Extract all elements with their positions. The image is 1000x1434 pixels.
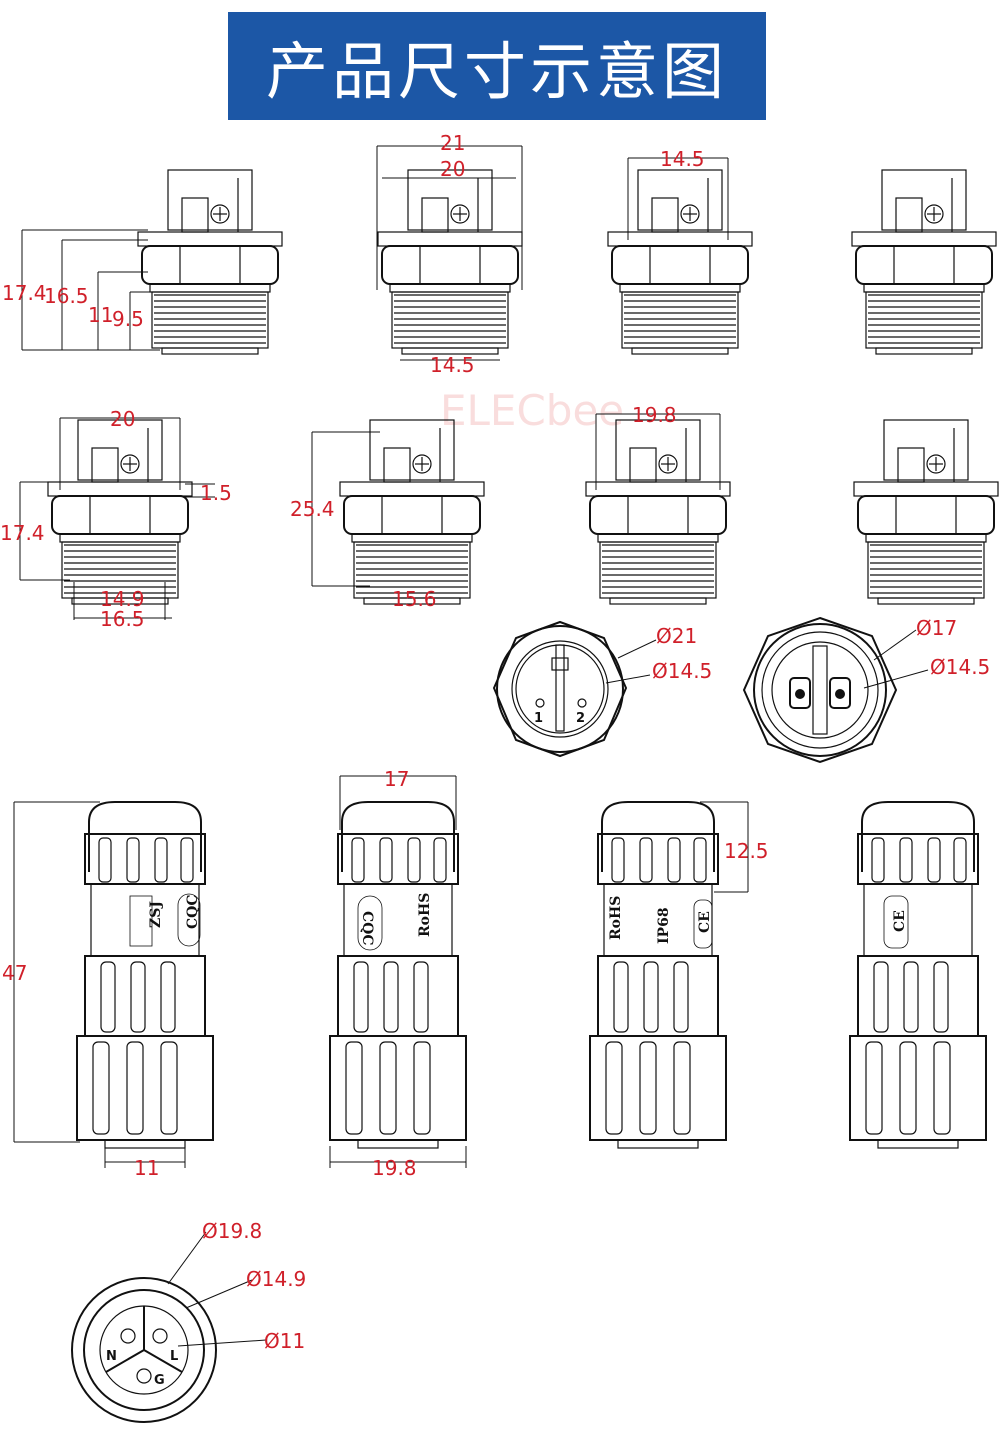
pin-label-1: 1 <box>534 711 543 726</box>
dim-15-6: 15.6 <box>392 587 437 611</box>
dim-14-9: 14.9 <box>100 587 145 611</box>
dim-21: 21 <box>440 131 465 155</box>
plug-view-3: RoHS IP68 CE 12.5 <box>589 801 769 1149</box>
dim-17: 17 <box>384 767 409 791</box>
plug-front-face: N L G Ø19.8 Ø14.9 Ø11 <box>71 1219 306 1423</box>
receptacle-view-2: 21 20 14.5 <box>376 131 523 377</box>
dim-1-5: 1.5 <box>200 481 232 505</box>
dim-d21: Ø21 <box>656 624 697 648</box>
dim-16-5-a: 16.5 <box>44 284 89 308</box>
dim-14-5-a: 14.5 <box>430 353 475 377</box>
end-view-socket-face: 1 2 Ø21 Ø14.5 <box>492 620 712 758</box>
dim-11-b: 11 <box>134 1156 159 1180</box>
dim-47: 47 <box>2 961 27 985</box>
dim-14-5-b: 14.5 <box>660 147 705 171</box>
pin-label-2: 2 <box>576 711 585 726</box>
dim-11-a: 11 <box>88 303 113 327</box>
mark-rohs-b: RoHS <box>608 896 624 940</box>
dim-16-5-b: 16.5 <box>100 607 145 631</box>
pin-label-g: G <box>154 1373 165 1388</box>
dim-20-b: 20 <box>110 407 135 431</box>
plug-view-4: CE <box>849 801 987 1149</box>
watermark-text: ELECbee <box>440 386 624 435</box>
title-banner: 产品尺寸示意图 <box>228 12 766 120</box>
dim-19-8-a: 19.8 <box>632 403 677 427</box>
dim-9-5-a: 9.5 <box>112 307 144 331</box>
receptacle-view-1: 17.4 16.5 11 9.5 <box>2 169 283 355</box>
receptacle-view-5: 20 1.5 17.4 14.9 16.5 <box>0 407 232 631</box>
dim-19-8-b: 19.8 <box>372 1156 417 1180</box>
dim-d17: Ø17 <box>916 616 957 640</box>
dim-d14-5-b: Ø14.5 <box>930 655 990 679</box>
receptacle-view-7: 19.8 <box>585 403 731 605</box>
pin-label-l: L <box>170 1349 178 1364</box>
dim-25-4: 25.4 <box>290 497 335 521</box>
dim-17-4-a: 17.4 <box>2 281 47 305</box>
receptacle-view-8 <box>853 419 999 605</box>
end-view-plug-face: Ø17 Ø14.5 <box>742 616 990 764</box>
mark-ce-b: CE <box>892 910 908 932</box>
dim-d14-5-a: Ø14.5 <box>652 659 712 683</box>
mark-zsj: ZSJ <box>148 901 164 928</box>
plug-view-2: CQC RoHS 17 19.8 <box>329 767 467 1180</box>
dim-17-4-b: 17.4 <box>0 521 45 545</box>
dim-20-a: 20 <box>440 157 465 181</box>
dim-d19-8: Ø19.8 <box>202 1219 262 1243</box>
mark-cqc-b: CQC <box>359 911 375 945</box>
mark-cqc-a: CQC <box>185 895 201 929</box>
dim-12-5: 12.5 <box>724 839 769 863</box>
receptacle-view-4 <box>851 169 997 355</box>
mark-ce-a: CE <box>697 911 713 933</box>
page-title: 产品尺寸示意图 <box>265 35 728 108</box>
pin-label-n: N <box>106 1349 117 1364</box>
receptacle-view-6: 25.4 15.6 <box>290 419 485 611</box>
receptacle-view-3: 14.5 <box>607 147 753 355</box>
plug-view-1: ZSJ CQC 47 11 <box>2 801 214 1180</box>
dim-d14-9: Ø14.9 <box>246 1267 306 1291</box>
mark-rohs-a: RoHS <box>417 893 433 937</box>
mark-ip68: IP68 <box>656 907 672 944</box>
dim-d11: Ø11 <box>264 1329 305 1353</box>
